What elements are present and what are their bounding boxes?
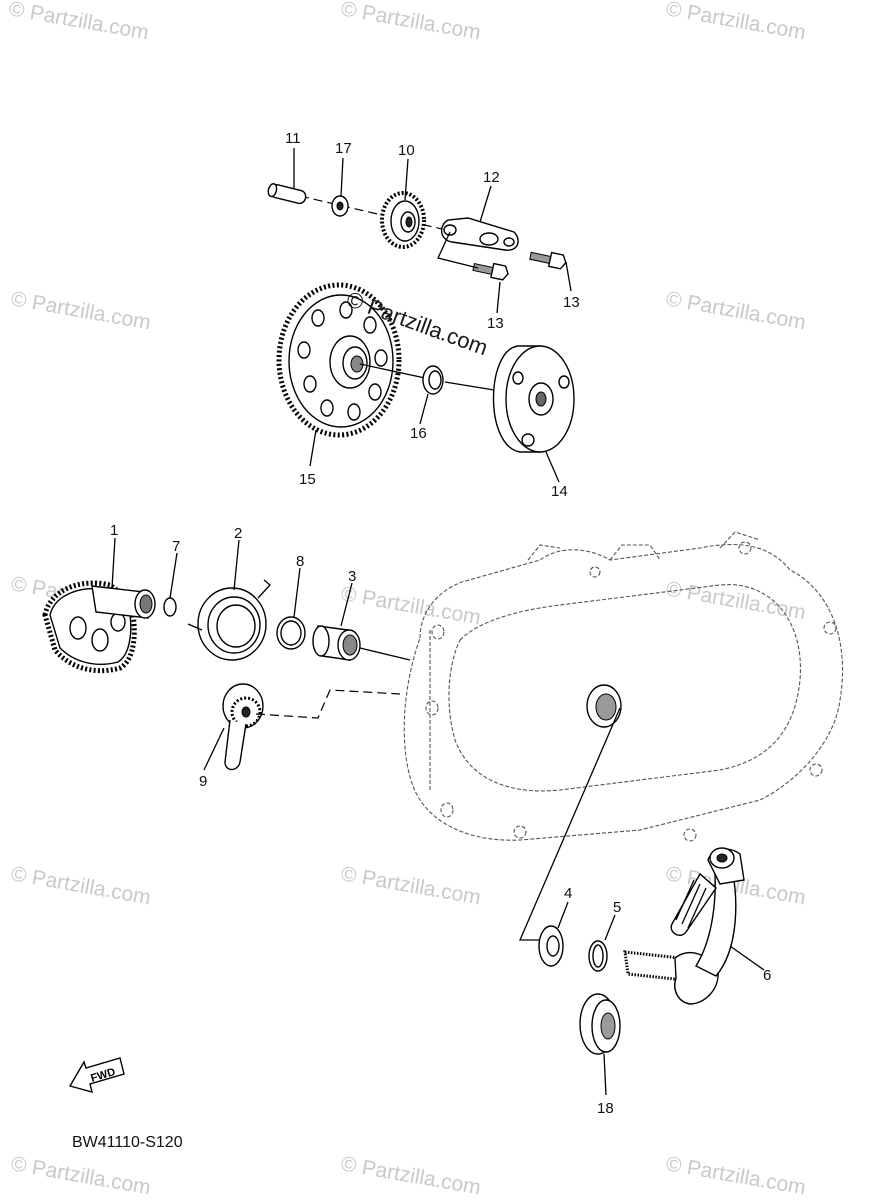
kick-starter-assembly	[42, 537, 411, 771]
watermark: © Partzilla.com	[339, 1152, 482, 1199]
watermark: © Partzilla.com	[664, 0, 807, 44]
kick-lever-assembly	[519, 707, 765, 1096]
watermark: © Partzilla.com	[9, 287, 152, 334]
callout-9: 9	[199, 773, 207, 790]
crankcase-cover	[403, 531, 844, 842]
callout-13-right: 13	[563, 294, 580, 311]
callout-18: 18	[597, 1100, 614, 1117]
watermark: © Partzilla.com	[339, 862, 482, 909]
callout-8: 8	[296, 553, 304, 570]
callout-7: 7	[172, 538, 180, 555]
watermark: © Partzilla.com	[9, 1152, 152, 1199]
watermark: © Partzilla.com	[664, 287, 807, 334]
idle-gear-assembly	[267, 148, 572, 314]
callout-12: 12	[483, 169, 500, 186]
callout-labels: 11 17 10 12 13 13 15 16 14 1 7 2 8 3 9 4…	[110, 130, 771, 1117]
bolt-part-13-right	[529, 251, 567, 270]
callout-13-lower: 13	[487, 315, 504, 332]
callout-5: 5	[613, 899, 621, 916]
callout-10: 10	[398, 142, 415, 159]
callout-16: 16	[410, 425, 427, 442]
callout-4: 4	[564, 885, 572, 902]
watermark: © Partzilla.com	[339, 582, 482, 629]
callout-6: 6	[763, 967, 771, 984]
watermark: © Partzilla.com	[7, 0, 150, 44]
callout-11: 11	[285, 130, 301, 147]
washer-part-17	[331, 195, 349, 217]
watermark: © Partzilla.com	[9, 862, 152, 909]
diagram-code: BW41110-S120	[72, 1134, 183, 1151]
starter-clutch-assembly	[276, 282, 575, 483]
watermark: © Partzilla.com	[339, 0, 482, 44]
watermark: © Partzilla.com	[664, 577, 807, 624]
bolt-part-13-lower	[472, 262, 509, 281]
callout-15: 15	[299, 471, 316, 488]
callout-1: 1	[110, 522, 118, 539]
callout-17: 17	[335, 140, 352, 157]
pin-part-11	[267, 183, 307, 205]
fwd-arrow-icon: FWD	[68, 1057, 125, 1093]
plate-part-12	[441, 217, 519, 251]
gear-part-10	[380, 191, 426, 249]
watermark: © Partzilla.com	[664, 1152, 807, 1199]
callout-3: 3	[348, 568, 356, 585]
callout-14: 14	[551, 483, 568, 500]
callout-2: 2	[234, 525, 242, 542]
